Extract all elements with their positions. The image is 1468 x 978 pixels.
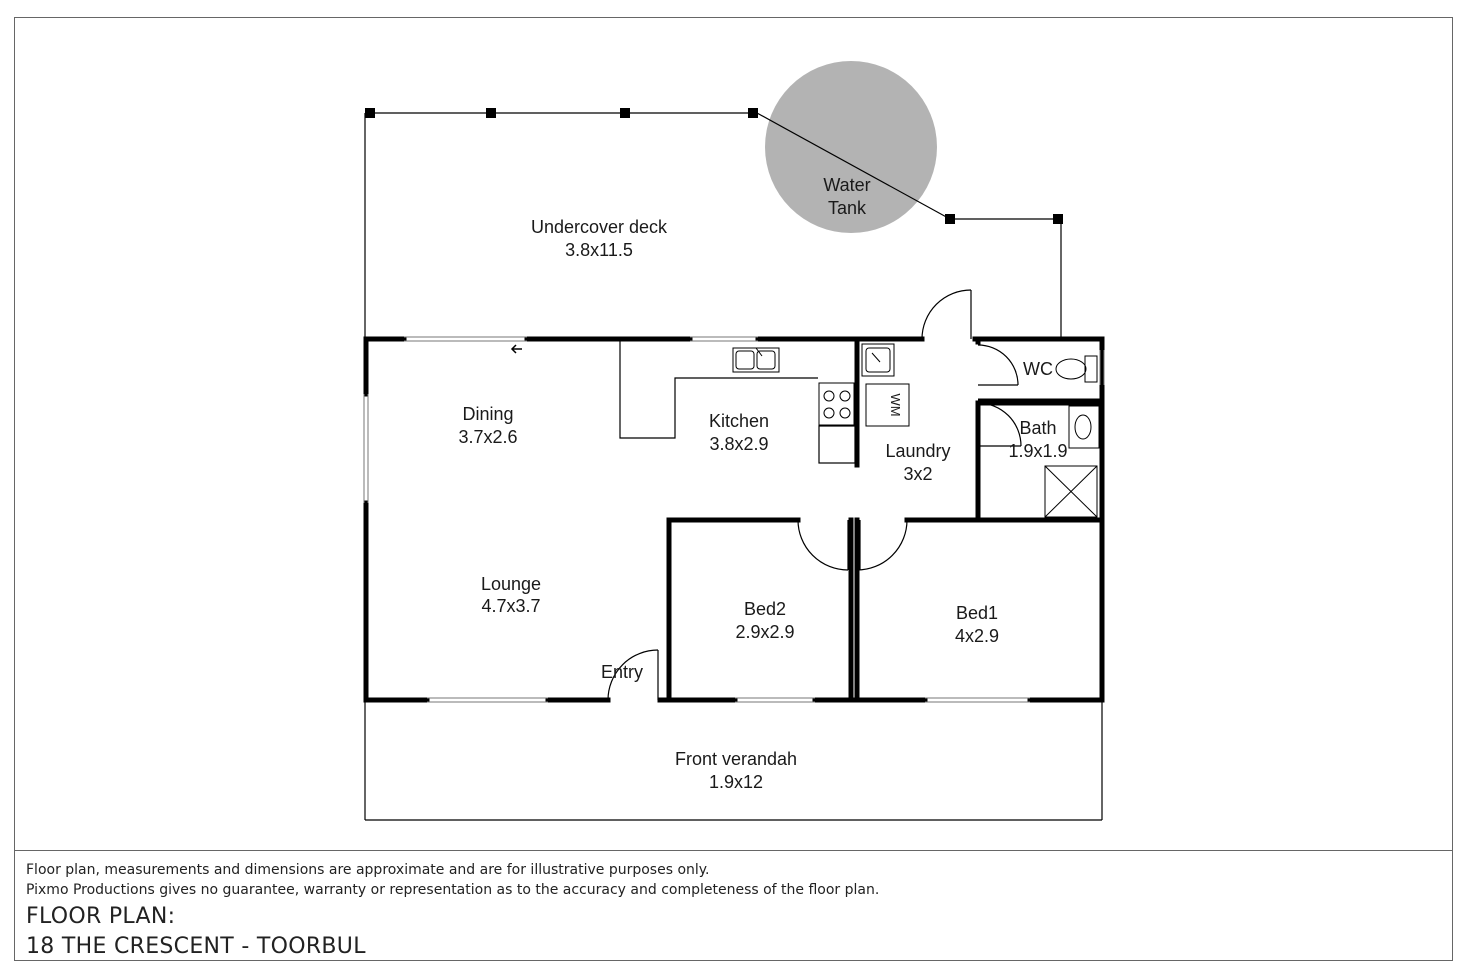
bath-size: 1.9x1.9 — [1008, 441, 1067, 461]
plan-address: 18 THE CRESCENT - TOORBUL — [26, 934, 366, 959]
lounge-name: Lounge — [481, 574, 541, 594]
bed2-size: 2.9x2.9 — [735, 622, 794, 642]
laundry-name: Laundry — [885, 441, 950, 461]
laundry-tub — [861, 343, 895, 377]
kitchen-bench — [619, 341, 856, 464]
bath-name: Bath — [1019, 418, 1056, 438]
main-walls — [363, 336, 1105, 703]
bed2-name: Bed2 — [744, 599, 786, 619]
front-verandah-size: 1.9x12 — [709, 772, 763, 792]
dining-size: 3.7x2.6 — [458, 427, 517, 447]
front-verandah-outline — [364, 700, 1103, 821]
entry-name: Entry — [601, 662, 643, 682]
plan-title: FLOOR PLAN: — [26, 904, 176, 929]
bed1-name: Bed1 — [956, 603, 998, 623]
water-tank-label-1: Water — [823, 175, 870, 195]
laundry-size: 3x2 — [903, 464, 932, 484]
front-verandah-name: Front verandah — [675, 749, 797, 769]
disclaimer-line-2: Pixmo Productions gives no guarantee, wa… — [26, 882, 880, 898]
washing-machine-label: WM — [888, 393, 903, 416]
stove — [818, 382, 855, 426]
disclaimer-line-1: Floor plan, measurements and dimensions … — [26, 862, 710, 878]
bath-basin — [1068, 405, 1100, 449]
shower — [1044, 465, 1098, 518]
footer: Floor plan, measurements and dimensions … — [14, 850, 1452, 960]
deck-posts — [365, 108, 1063, 224]
door-swings — [607, 289, 1022, 701]
toilet — [1055, 355, 1098, 383]
kitchen-size: 3.8x2.9 — [709, 434, 768, 454]
water-tank — [765, 61, 937, 233]
dining-name: Dining — [462, 404, 513, 424]
undercover-deck-outline — [364, 112, 1062, 338]
kitchen-name: Kitchen — [709, 411, 769, 431]
sliding-door-arrow — [510, 344, 522, 354]
undercover-deck-size: 3.8x11.5 — [565, 240, 633, 260]
lounge-size: 4.7x3.7 — [481, 596, 540, 616]
water-tank-label-2: Tank — [828, 198, 867, 218]
undercover-deck-name: Undercover deck — [531, 217, 668, 237]
kitchen-sink — [732, 347, 780, 373]
wc-name: WC — [1023, 359, 1053, 379]
windows — [363, 336, 1105, 703]
bed1-size: 4x2.9 — [955, 626, 999, 646]
page-frame — [14, 17, 1453, 961]
washing-machine — [865, 383, 910, 427]
